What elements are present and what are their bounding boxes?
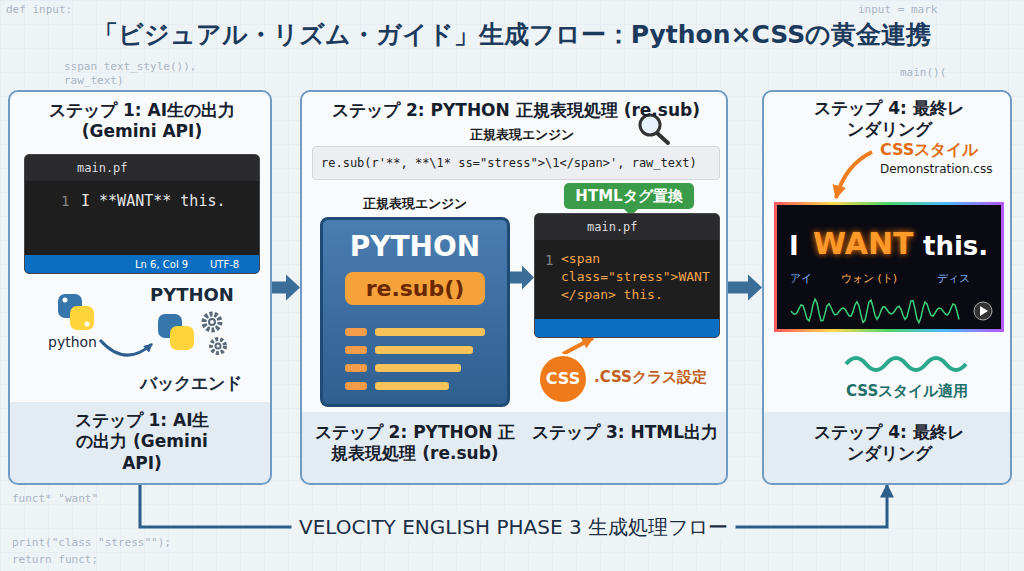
code-line-bar xyxy=(345,328,367,336)
python-engine-box: 正規表現エンジンPYTHONre.sub() xyxy=(320,217,510,407)
panel-fill xyxy=(8,90,272,485)
play-icon xyxy=(980,306,988,316)
file-tab: main.pf xyxy=(587,220,677,234)
step-panel: re.sub(r'**, **\1* ss="stress">\1</span>… xyxy=(300,90,728,485)
annotation-label: CSSスタイル xyxy=(880,140,978,161)
flow-arrow xyxy=(272,275,300,301)
logo-label: python xyxy=(48,334,97,350)
gear-icon xyxy=(204,314,225,353)
code-watermark: input = mark xyxy=(858,3,937,16)
code-line: <span class="stress">WANT </span> this. xyxy=(561,250,717,304)
code-line-bar xyxy=(345,346,367,354)
play-button xyxy=(974,302,992,320)
rendered-word: I xyxy=(789,231,811,261)
engine-heading: 正規表現エンジン xyxy=(316,195,514,213)
render-preview: IWANTthis. アイウォン (ト) ディス xyxy=(774,202,1004,332)
css-badge: CSS xyxy=(538,354,588,404)
step-heading: ステップ 2: PYTHON 正規表現処理 (re.sub) xyxy=(312,100,720,121)
code-line: re.sub(r'**, **\1* ss="stress">\1</span>… xyxy=(321,156,711,170)
flow-arrow xyxy=(510,266,534,290)
footer-band xyxy=(10,402,270,483)
engine-title: PYTHON xyxy=(323,230,507,263)
code-line-bar xyxy=(345,382,367,390)
regex-code-bar: re.sub(r'**, **\1* ss="stress">\1</span>… xyxy=(312,146,720,180)
status-text: Ln 6, Col 9 xyxy=(135,259,207,270)
code-watermark: main()( xyxy=(900,66,946,79)
waveform-illustration xyxy=(777,205,1001,329)
logo-label: PYTHON xyxy=(150,284,234,305)
callout-text: HTMLタグ置換 xyxy=(564,187,694,206)
code-line-bar xyxy=(375,364,461,372)
file-tab: main.pf xyxy=(77,161,167,175)
code-watermark: print("class "stress""); xyxy=(12,536,171,549)
badge-text: CSS xyxy=(540,369,586,388)
step-footer: ステップ 2: PYTHON 正規表現処理 (re.sub) xyxy=(310,422,520,465)
logo-label: バックエンド xyxy=(140,372,242,395)
annotation-label: CSSスタイル適用 xyxy=(846,382,968,401)
code-watermark: def input: xyxy=(6,3,72,16)
diagram-title: 「ビジュアル・リズム・ガイド」生成フロー：Python×CSSの黄金連携 xyxy=(0,18,1024,51)
stressed-word: WANT xyxy=(813,226,919,261)
file-name: Demonstration.css xyxy=(880,162,992,176)
pronunciation: ウォン (ト) xyxy=(819,271,919,286)
panel-fill xyxy=(300,90,728,485)
step-heading: ステップ 4: 最終レンダリング xyxy=(809,98,969,141)
code-watermark: funct* "want" xyxy=(12,492,98,505)
step-heading: ステップ 1: AI生の出力 (Gemini API) xyxy=(20,100,264,143)
step-footer: ステップ 4: 最終レンダリング xyxy=(809,422,969,465)
annotation-label: .CSSクラス設定 xyxy=(594,368,707,387)
footer-band xyxy=(764,412,1010,483)
callout-tag: HTMLタグ置換 xyxy=(564,183,694,209)
waveform xyxy=(791,299,959,323)
code-line: I **WANT** this. xyxy=(81,192,251,210)
style-arrow xyxy=(563,338,593,354)
callout-arrow xyxy=(836,152,872,198)
pronunciation: アイ xyxy=(781,271,821,286)
code-line-bar xyxy=(375,346,473,354)
code-window: main.pf 1 I **WANT** this. Ln 6, Col 9UTF-8 xyxy=(24,154,260,274)
function-pill: re.sub() xyxy=(345,272,485,305)
code-watermark: sspan text_style()), xyxy=(64,60,196,73)
flow-arrow xyxy=(100,340,152,355)
code-line-bar xyxy=(375,382,449,390)
magnifier-label: 正規表現エンジン xyxy=(470,126,574,144)
pronunciation: ディス xyxy=(923,271,983,286)
footer-band xyxy=(302,412,726,483)
status-text: UTF-8 xyxy=(210,259,255,270)
code-line-bar xyxy=(345,364,367,372)
line-number: 1 xyxy=(61,193,75,209)
code-watermark: raw_text) xyxy=(64,74,124,87)
code-line-bar xyxy=(375,328,485,336)
step-footer: ステップ 3: HTML出力 xyxy=(530,422,720,443)
flow-arrow xyxy=(728,275,762,301)
code-watermark: return funct; xyxy=(12,553,98,566)
line-number: 1 xyxy=(545,252,559,268)
python-logo xyxy=(58,294,94,330)
python-logo xyxy=(158,314,194,350)
flow-label: VELOCITY ENGLISH PHASE 3 生成処理フロー xyxy=(291,514,736,541)
code-window: main.pf 1<span class="stress">WANT </span… xyxy=(534,213,720,338)
panel-fill xyxy=(762,90,1012,485)
rendered-word: this. xyxy=(923,231,989,261)
step-footer: ステップ 1: AI生の出力 (Gemini API) xyxy=(67,410,217,474)
style-wave xyxy=(846,358,966,370)
